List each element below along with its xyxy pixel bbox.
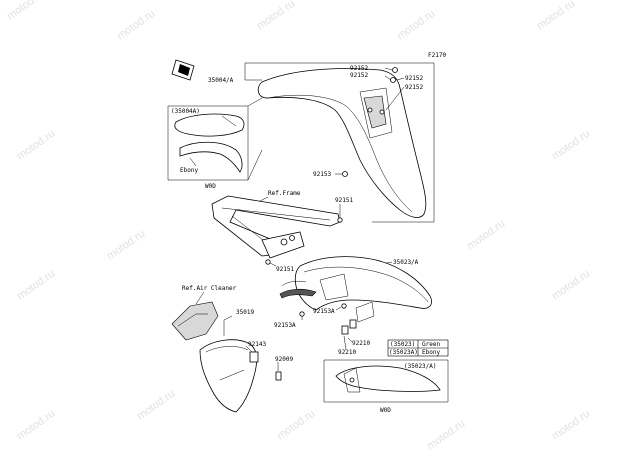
watermark: motod.ru: [425, 418, 467, 453]
bolt-92152: [392, 67, 398, 73]
front-fender-part: [257, 68, 427, 218]
bolt-92153A: [299, 311, 305, 317]
color-name: Ebony: [422, 349, 440, 356]
label-92143: 92143: [248, 341, 266, 348]
label-92210: 92210: [338, 349, 356, 356]
label-92153A: 92153A: [313, 308, 335, 315]
clip-92210: [341, 325, 349, 335]
figure-code: F2170: [428, 52, 446, 59]
rear-inset-code: (35023/A): [404, 363, 437, 370]
color-code: (35023A): [389, 349, 418, 356]
label-92152: 92152: [405, 75, 423, 82]
rear-fender-group: 35023/A 92153A 92153A 92210 92210: [274, 256, 432, 356]
color-code: (35023): [390, 341, 415, 348]
ref-air-cleaner-label: Ref.Air Cleaner: [182, 285, 237, 292]
inset-note: W0D: [205, 183, 216, 190]
label-92152: 92152: [405, 84, 423, 91]
bolt-92152: [367, 107, 373, 113]
watermark: motod.ru: [15, 268, 57, 303]
label-35023A: 35023/A: [393, 259, 419, 266]
watermark-layer: motod.ru motod.ru motod.ru motod.ru moto…: [5, 0, 592, 452]
watermark: motod.ru: [395, 8, 437, 43]
watermark: motod.ru: [135, 388, 177, 423]
label-92151: 92151: [335, 197, 353, 204]
clip-92143: [249, 351, 259, 363]
bolt-hole: [349, 377, 355, 383]
mudguard-group: Ref.Air Cleaner 35019 92143 92009: [171, 285, 293, 413]
inset-rear-fender-part: [335, 365, 441, 392]
watermark: motod.ru: [275, 408, 317, 443]
watermark: motod.ru: [15, 408, 57, 443]
inset-rear-fender: W0D: [323, 359, 449, 414]
watermark: motod.ru: [5, 0, 47, 22]
color-table: (35023) Green (35023A) Ebony (35023/A): [387, 339, 449, 370]
inset-fender-side: [179, 141, 243, 173]
label-92152: 92152: [350, 65, 368, 72]
bolt-hole: [280, 238, 288, 246]
subframe-group: Ref.Frame 92151 92151: [211, 190, 353, 273]
label-92152: 92152: [350, 72, 368, 79]
watermark: motod.ru: [115, 8, 157, 43]
watermark: motod.ru: [550, 128, 592, 163]
air-cleaner-box: [171, 301, 219, 341]
watermark: motod.ru: [255, 0, 297, 32]
label-92009: 92009: [275, 356, 293, 363]
label-92151: 92151: [276, 266, 294, 273]
subframe-rail: [211, 195, 341, 257]
label-35004A: 35004/A: [208, 77, 234, 84]
clip-92210: [349, 319, 357, 329]
bolt-hole: [289, 235, 295, 241]
bolt-92153: [342, 171, 348, 177]
bolt-92152: [390, 77, 396, 83]
watermark: motod.ru: [15, 128, 57, 163]
mud-guard-part: [199, 339, 258, 413]
bolt-92153A: [341, 303, 347, 309]
screw-92009: [275, 371, 282, 381]
inset-frame: [323, 359, 449, 403]
watermark: motod.ru: [465, 218, 507, 253]
watermark: motod.ru: [550, 268, 592, 303]
label-92210: 92210: [352, 340, 370, 347]
color-name: Green: [422, 341, 440, 348]
bolt-92151: [337, 217, 343, 223]
bolt-92151: [265, 259, 271, 265]
inset-front-fender: (35004A) Ebony W0D: [167, 97, 263, 190]
watermark: motod.ru: [535, 0, 577, 32]
watermark: motod.ru: [105, 228, 147, 263]
ref-frame-label: Ref.Frame: [268, 190, 301, 197]
inset-code: (35004A): [171, 108, 200, 115]
callout-frame: [245, 62, 435, 223]
inset-note: W0D: [380, 407, 391, 414]
bolt-92152: [379, 109, 385, 115]
inset-variant: Ebony: [180, 167, 198, 174]
label-92153: 92153: [313, 171, 331, 178]
label-35019: 35019: [236, 309, 254, 316]
inset-fender-top: [174, 113, 245, 137]
label-92153A: 92153A: [274, 322, 296, 329]
front-fender-group: 35004/A 92152 92152 92152 92152 92153: [208, 62, 435, 223]
front-arrow-icon: [171, 59, 195, 81]
watermark: motod.ru: [550, 408, 592, 443]
